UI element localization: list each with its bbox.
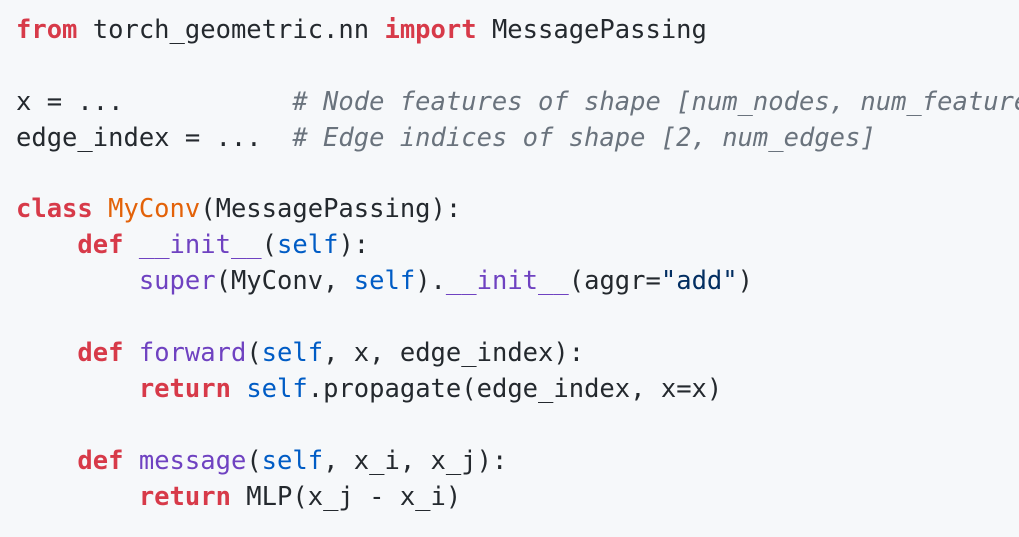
- code-token-kw: def: [77, 338, 124, 369]
- code-token-str: "add": [660, 266, 738, 297]
- code-token: torch_geometric.nn: [77, 15, 385, 45]
- code-token-cm: # Node features of shape [num_nodes, num…: [292, 86, 1019, 117]
- code-token-kw: from: [16, 15, 78, 45]
- code-token-cls: MyConv: [108, 194, 201, 225]
- code-line: def forward(self, x, edge_index):: [16, 336, 1019, 372]
- code-listing: from torch_geometric.nn import MessagePa…: [16, 13, 1019, 515]
- code-token: MLP(x_j - x_i): [230, 481, 462, 512]
- code-token-self: self: [261, 338, 324, 369]
- code-token-fn: message: [138, 445, 247, 476]
- code-line: [16, 49, 1019, 85]
- code-token-kw: import: [384, 15, 477, 45]
- code-token: x = ...: [16, 86, 293, 117]
- code-token: (aggr=: [568, 266, 661, 297]
- code-token-kw: def: [77, 445, 124, 476]
- code-token: .propagate(edge_index, x=x): [307, 373, 723, 404]
- code-token: [123, 230, 138, 260]
- code-token-fn: __init__: [445, 266, 569, 297]
- code-token: [16, 446, 77, 476]
- code-line: [16, 300, 1019, 336]
- code-line: edge_index = ... # Edge indices of shape…: [16, 121, 1019, 157]
- code-token: [231, 374, 246, 404]
- code-token: (MessagePassing):: [200, 194, 462, 225]
- code-line: [16, 157, 1019, 193]
- code-token: [16, 266, 139, 296]
- code-token: [93, 194, 108, 224]
- code-token-fn: super: [138, 266, 216, 297]
- code-token-kw: def: [77, 230, 124, 261]
- code-token-kw: return: [138, 481, 231, 512]
- code-line: return MLP(x_j - x_i): [16, 480, 1019, 516]
- code-token-kw: class: [16, 194, 93, 225]
- code-token: edge_index = ...: [16, 122, 293, 153]
- code-line: def __init__(self):: [16, 228, 1019, 264]
- code-token: , x_i, x_j):: [323, 445, 508, 476]
- code-line: super(MyConv, self).__init__(aggr="add"): [16, 264, 1019, 300]
- code-line: def message(self, x_i, x_j):: [16, 444, 1019, 480]
- code-token: ): [737, 266, 753, 297]
- code-token: [123, 338, 138, 368]
- code-token-cm: # Edge indices of shape [2, num_edges]: [292, 122, 876, 153]
- code-token: [16, 482, 139, 512]
- code-line: from torch_geometric.nn import MessagePa…: [16, 13, 1019, 49]
- code-token-self: self: [261, 445, 324, 476]
- code-line: return self.propagate(edge_index, x=x): [16, 372, 1019, 408]
- code-token: ).: [415, 266, 446, 297]
- code-token-kw: return: [138, 373, 231, 404]
- code-token: [16, 230, 77, 260]
- code-line: class MyConv(MessagePassing):: [16, 192, 1019, 228]
- code-token: (: [246, 445, 262, 476]
- code-token: [123, 446, 138, 476]
- code-token: , x, edge_index):: [323, 338, 585, 369]
- code-line: [16, 408, 1019, 444]
- code-token: [16, 374, 139, 404]
- code-token: (: [261, 230, 278, 261]
- code-line: x = ... # Node features of shape [num_no…: [16, 85, 1019, 121]
- code-token-fn: __init__: [138, 230, 262, 261]
- code-token-self: self: [353, 266, 416, 297]
- code-token: ):: [338, 230, 370, 261]
- code-token: MessagePassing: [476, 15, 707, 45]
- code-token-self: self: [277, 230, 339, 261]
- code-token: (: [246, 338, 262, 369]
- code-token: (MyConv,: [215, 266, 354, 297]
- code-token: [16, 338, 77, 368]
- code-token-self: self: [246, 373, 308, 404]
- code-token-fn: forward: [138, 338, 247, 369]
